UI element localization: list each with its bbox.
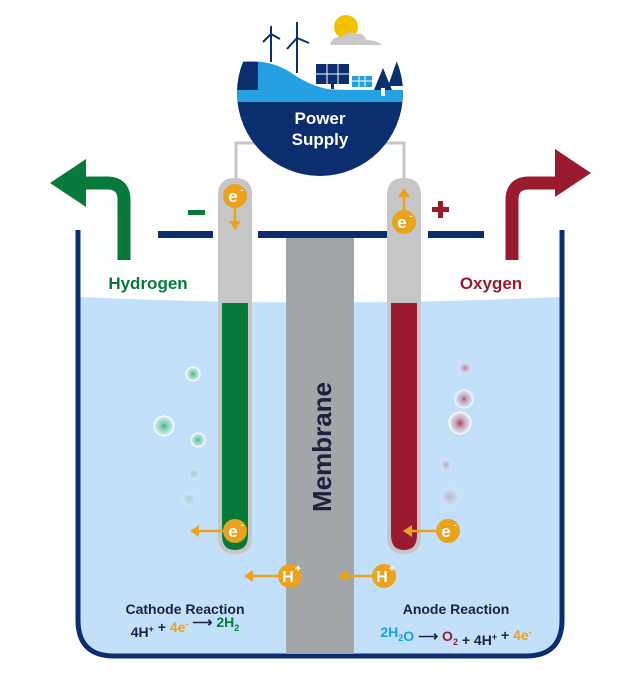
svg-text:+: + <box>389 563 395 575</box>
anode-reaction-equation: 2H2O ⟶ O2 + 4H+ + 4e- <box>380 624 531 648</box>
equation-term: 4e <box>170 619 186 635</box>
lid-right <box>428 231 484 238</box>
equation-term: + <box>497 627 513 643</box>
power-supply: Power Supply <box>237 10 403 176</box>
equation-term: ⟶ <box>188 614 216 630</box>
hydrogen-out-arrow-icon <box>50 159 131 260</box>
oxygen-bubble <box>458 361 472 375</box>
hydrogen-bubble <box>190 432 206 448</box>
svg-text:e: e <box>228 522 237 541</box>
equation-term: 4H <box>131 624 149 640</box>
equation-term: + <box>492 632 497 642</box>
svg-text:e: e <box>441 522 450 541</box>
cathode-reaction-title: Cathode Reaction <box>125 601 244 617</box>
hydrogen-bubble <box>185 366 201 382</box>
anode-electrode <box>387 178 421 554</box>
electron-bottom-right: e - <box>403 519 460 543</box>
svg-text:H: H <box>282 569 294 586</box>
svg-text:-: - <box>453 520 456 531</box>
oxygen-bubble <box>440 487 460 507</box>
equation-term: + 4H <box>458 632 492 648</box>
solar-panel-icon <box>316 64 372 89</box>
equation-term: 2 <box>398 633 403 643</box>
equation-term: 2 <box>234 623 239 633</box>
equation-term: 2H <box>216 614 234 630</box>
cloud-icon <box>330 32 382 45</box>
tank <box>75 230 565 659</box>
equation-term: 2 <box>453 637 458 647</box>
electron-bottom-left: e - <box>190 519 247 543</box>
equation-term: 2H <box>380 624 398 640</box>
equation-term: - <box>185 619 188 629</box>
wire-right <box>378 141 406 178</box>
svg-text:H: H <box>376 569 388 586</box>
proton-right: H + <box>338 563 396 588</box>
oxygen-out-arrow-icon <box>505 149 591 260</box>
anode-reaction-title: Anode Reaction <box>403 601 510 617</box>
equation-term: 4e <box>513 627 529 643</box>
wind-turbine-icon <box>262 22 310 73</box>
svg-text:-: - <box>240 520 243 531</box>
hydrogen-label: Hydrogen <box>108 274 187 293</box>
oxygen-bubble <box>454 389 474 409</box>
membrane-label: Membrane <box>307 382 337 512</box>
cathode-electrode <box>218 178 252 554</box>
equation-term: + <box>149 624 154 634</box>
tree-icon <box>374 55 403 96</box>
cathode-reaction-equation: 4H+ + 4e- ⟶ 2H2 <box>131 614 240 640</box>
equation-term: - <box>529 627 532 637</box>
hydrogen-bubbles <box>153 366 206 506</box>
hydrogen-bubble <box>188 468 200 480</box>
equation-term: O <box>403 628 414 644</box>
oxygen-bubbles <box>440 361 474 507</box>
svg-text:-: - <box>409 211 412 222</box>
equation-term: + <box>154 619 170 635</box>
svg-text:e: e <box>397 213 406 232</box>
oxygen-bubble <box>440 459 452 471</box>
power-supply-line2: Supply <box>292 130 349 149</box>
lid-left <box>158 231 213 238</box>
electron-top-right: e - <box>392 188 416 234</box>
negative-terminal-icon <box>188 210 205 215</box>
oxygen-bubble <box>448 411 472 435</box>
power-supply-line1: Power <box>294 109 345 128</box>
hydrogen-bubble <box>153 415 175 437</box>
equation-term: ⟶ <box>414 628 442 644</box>
wire-left <box>234 141 262 178</box>
proton-left: H + <box>244 563 302 588</box>
electron-top-left: e - <box>223 184 247 230</box>
positive-terminal-icon <box>432 201 449 218</box>
hydrogen-bubble <box>182 492 196 506</box>
equation-term: O <box>442 628 453 644</box>
lid-middle <box>258 231 409 238</box>
svg-text:-: - <box>240 185 243 196</box>
svg-text:+: + <box>295 563 301 575</box>
oxygen-label: Oxygen <box>460 274 522 293</box>
svg-text:e: e <box>228 187 237 206</box>
